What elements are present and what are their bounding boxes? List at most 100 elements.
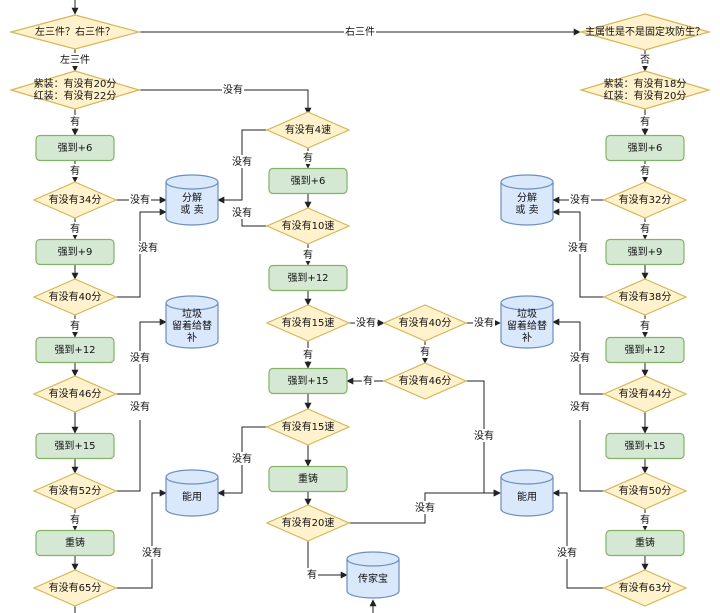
edge-label-bg (69, 115, 81, 128)
connector (116, 208, 167, 298)
decision-M_d15a: 有没有15速 (265, 304, 351, 342)
edge-label: 没有 (130, 351, 150, 364)
process-R_s9: 强到+9 (605, 238, 685, 266)
edge-label-bg (129, 193, 151, 206)
store-rim (500, 476, 554, 485)
edge-label-bg (306, 568, 318, 581)
decision-diamond (8, 14, 142, 50)
edge-label: 有 (70, 164, 80, 177)
edge-label-bg (69, 319, 81, 332)
decision-label: 紫装：有没有18分 (604, 77, 687, 90)
decision-d_main_fixed: 主属性是不是固定攻防生？ (578, 13, 712, 51)
store-R_decompose_a: 分解或 卖 (500, 174, 554, 226)
decision-diamond (602, 278, 688, 316)
store-M_heirloom: 传家宝 (346, 551, 400, 599)
process-R_reforge: 重铸 (605, 529, 685, 557)
decision-M_d4: 有没有4速 (265, 111, 351, 149)
process-box (35, 432, 115, 460)
edge-label-bg (231, 206, 253, 219)
decision-d_left_right: 左三件？右三件？ (8, 14, 142, 50)
decision-M_d20: 有没有20速 (265, 504, 351, 542)
edge-label: 没有 (570, 400, 590, 413)
store-label: 补 (187, 331, 197, 344)
process-box (268, 367, 348, 395)
decision-diamond (32, 569, 118, 607)
process-L_s6: 强到+6 (35, 134, 115, 162)
decision-R_d63: 有没有63分 (602, 569, 688, 607)
decision-label: 有没有46分 (399, 374, 452, 387)
decision-label: 有没有32分 (619, 193, 672, 206)
edge-label: 有 (70, 222, 80, 235)
decision-diamond (265, 408, 351, 446)
decision-diamond (265, 304, 351, 342)
process-R_s6: 强到+6 (605, 134, 685, 162)
edge-label-bg (302, 151, 314, 164)
edge-label-bg (419, 345, 431, 358)
decision-label: 有没有46分 (49, 387, 102, 400)
decision-M_d10: 有没有10速 (265, 207, 351, 245)
edge-label: 没有 (232, 452, 252, 465)
store-rim (165, 181, 219, 190)
edge-label-bg (569, 193, 591, 206)
edge-label-bg (569, 400, 591, 413)
store-label: 传家宝 (358, 572, 388, 585)
edge-label: 有 (640, 222, 650, 235)
edge-labels: 左三件有有没有有没有有没有没有有没有右三件没有有没有没有有没有有没有有有没有没有… (59, 25, 651, 581)
edge-label: 没有 (138, 241, 158, 254)
process-L_reforge: 重铸 (35, 529, 115, 557)
process-L_s9: 强到+9 (35, 238, 115, 266)
decision-diamond (602, 569, 688, 607)
decision-M_d46: 有没有46分 (382, 362, 468, 400)
edge-label-bg (69, 222, 81, 235)
edge-label: 左三件 (60, 53, 90, 66)
process-box (605, 529, 685, 557)
decision-diamond (32, 375, 118, 413)
edge-label-bg (473, 316, 495, 329)
decision-R_d32: 有没有32分 (602, 181, 688, 219)
edge-label-bg (556, 546, 578, 559)
process-label: 强到+12 (624, 344, 665, 356)
process-label: 重铸 (635, 536, 655, 549)
decision-diamond (32, 181, 118, 219)
decision-label: 有没有52分 (49, 484, 102, 497)
edge-label-bg (569, 351, 591, 364)
process-label: 强到+6 (628, 142, 663, 154)
edge-label-bg (639, 222, 651, 235)
store-label: 分解 (517, 191, 537, 204)
process-box (35, 134, 115, 162)
edge-label-bg (137, 241, 159, 254)
decision-label: 有没有15速 (282, 316, 335, 329)
edge-label: 没有 (474, 429, 494, 442)
process-box (268, 465, 348, 493)
store-cylinder (500, 469, 554, 517)
process-box (605, 336, 685, 364)
edge-label: 没有 (570, 351, 590, 364)
edge-label-bg (231, 452, 253, 465)
process-M_reforge: 重铸 (268, 465, 348, 493)
edge-label-bg (567, 241, 589, 254)
edge-label: 没有 (570, 193, 590, 206)
edge-label: 没有 (356, 316, 376, 329)
store-label: 或 卖 (515, 204, 538, 216)
connector (116, 489, 167, 589)
edge-label: 没有 (474, 316, 494, 329)
process-M_s12: 强到+12 (268, 264, 348, 292)
decision-diamond (602, 472, 688, 510)
edge-label-bg (639, 164, 651, 177)
process-label: 强到+6 (291, 175, 326, 187)
edge-label: 没有 (415, 501, 435, 514)
store-rim (165, 302, 219, 311)
decision-diamond (578, 70, 712, 110)
edge-label-bg (414, 501, 436, 514)
store-label: 能用 (182, 490, 202, 503)
edge-label: 有 (307, 568, 317, 581)
decision-label: 主属性是不是固定攻防生？ (585, 25, 705, 38)
decision-M_d15b: 有没有15速 (265, 408, 351, 446)
process-label: 重铸 (65, 536, 85, 549)
edge-label-bg (59, 53, 91, 66)
edge-label: 没有 (232, 206, 252, 219)
